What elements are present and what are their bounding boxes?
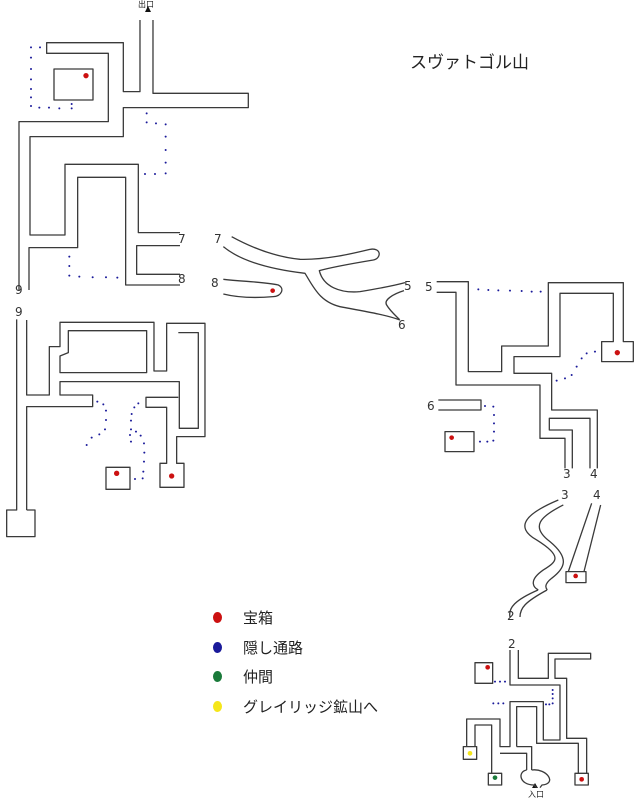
connector-label-7b: 7 (214, 232, 222, 246)
connector-label-8: 8 (178, 272, 186, 286)
connector-label-4b: 4 (593, 488, 601, 502)
connector-label-2: 2 (507, 609, 515, 623)
hidden-path-dots (492, 680, 554, 706)
treasure-chest-marker (113, 470, 120, 476)
treasure-chest-marker (573, 573, 578, 579)
map-legend: 宝箱 隠し通路 仲間 グレイリッジ鉱山へ (210, 603, 378, 721)
connector-label-5b: 5 (425, 280, 433, 294)
connector-label-9b: 9 (15, 305, 23, 319)
legend-label: 隠し通路 (243, 638, 304, 657)
hidden-path-dots (29, 46, 167, 279)
treasure-chest-marker (485, 664, 490, 670)
connector-label-6b: 6 (427, 399, 435, 413)
treasure-chest-marker (168, 473, 175, 479)
treasure-chest-marker (614, 349, 620, 356)
hidden-path-dots (477, 288, 596, 443)
legend-label: 仲間 (243, 668, 274, 687)
mine-exit-marker (467, 750, 473, 756)
treasure-room (54, 69, 93, 100)
connector-label-2b: 2 (508, 637, 516, 651)
region-entrance (463, 650, 590, 788)
connector-label-7: 7 (178, 232, 186, 246)
connector-label-3b: 3 (561, 488, 569, 502)
map-title: スヴァトゴル山 (410, 53, 529, 73)
ally-marker (492, 775, 498, 780)
treasure-chest-marker (449, 435, 454, 440)
exit-arrow-icon (145, 6, 151, 12)
yellow-dot-icon (213, 700, 222, 712)
region-cave (223, 237, 405, 320)
legend-item-hidden-path: 隠し通路 (210, 633, 378, 663)
legend-item-ally: 仲間 (210, 662, 378, 692)
entrance-label: 入口 (528, 790, 544, 799)
connector-label-4: 4 (590, 467, 598, 481)
red-dot-icon (213, 612, 222, 624)
legend-label: 宝箱 (243, 609, 274, 628)
region-bottom-left (7, 319, 205, 536)
blue-dot-icon (213, 641, 222, 653)
connector-label-9: 9 (15, 283, 23, 297)
green-dot-icon (213, 671, 222, 683)
connector-label-8b: 8 (211, 276, 219, 290)
legend-item-treasure: 宝箱 (210, 603, 378, 633)
region-top-left (19, 20, 248, 290)
legend-item-mine-exit: グレイリッジ鉱山へ (210, 692, 378, 722)
connector-label-3: 3 (563, 467, 571, 481)
legend-label: グレイリッジ鉱山へ (243, 697, 379, 716)
treasure-chest-marker (270, 288, 275, 293)
treasure-chest-marker (579, 776, 584, 782)
region-right (437, 282, 634, 590)
connector-label-6: 6 (398, 318, 406, 332)
treasure-chest-marker (83, 72, 89, 79)
exit-label: 出口 (138, 0, 154, 9)
connector-label-5: 5 (404, 279, 412, 293)
hidden-path-dots (85, 400, 146, 480)
